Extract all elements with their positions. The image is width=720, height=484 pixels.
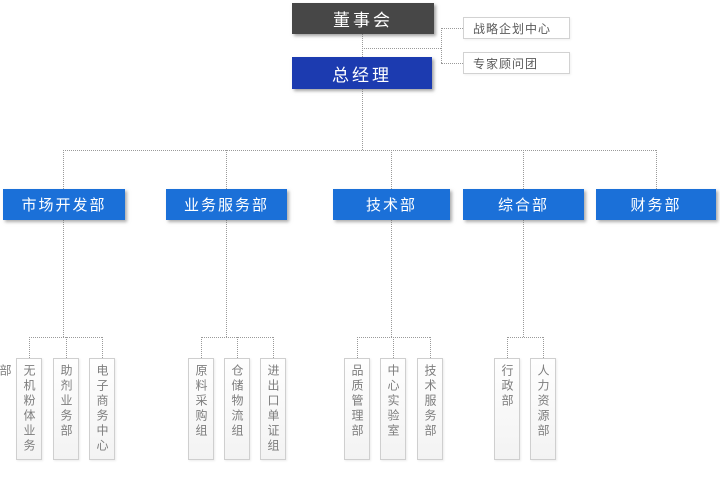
node-general-affairs-dept: 综合部 xyxy=(463,189,584,220)
node-strategic-planning-center: 战略企划中心 xyxy=(463,17,570,39)
connector-line xyxy=(393,337,394,358)
node-warehouse-logistics-group: 仓储物流组 xyxy=(224,358,250,460)
connector-line xyxy=(63,220,64,337)
connector-line xyxy=(543,337,544,358)
connector-line xyxy=(362,34,363,57)
node-inorganic-powder-business-dept: 无机粉体业务部 xyxy=(0,358,42,460)
node-raw-material-purchasing-group: 原料采购组 xyxy=(188,358,214,460)
connector-line xyxy=(507,337,508,358)
connector-line xyxy=(441,63,463,64)
node-finance-dept: 财务部 xyxy=(596,189,716,220)
node-technology-dept: 技术部 xyxy=(333,189,450,220)
connector-line xyxy=(523,150,524,189)
connector-line xyxy=(102,337,103,358)
connector-line xyxy=(523,220,524,337)
connector-line xyxy=(29,337,30,358)
node-business-service-dept: 业务服务部 xyxy=(166,189,287,220)
node-additive-business-dept: 助剂业务部 xyxy=(53,358,79,460)
connector-line xyxy=(357,337,358,358)
connector-line xyxy=(237,337,238,358)
connector-line xyxy=(226,150,227,189)
node-central-laboratory: 中心实验室 xyxy=(380,358,406,460)
node-import-export-documents-group: 进出口单证组 xyxy=(260,358,286,460)
node-expert-advisory-group: 专家顾问团 xyxy=(463,52,570,74)
node-ecommerce-center: 电子商务中心 xyxy=(89,358,115,460)
connector-line xyxy=(362,89,363,150)
node-technical-service-dept: 技术服务部 xyxy=(417,358,443,460)
connector-line xyxy=(273,337,274,358)
connector-line xyxy=(63,150,656,151)
connector-line xyxy=(201,337,202,358)
connector-line xyxy=(507,337,543,338)
connector-line xyxy=(391,150,392,189)
connector-line xyxy=(391,220,392,337)
connector-line xyxy=(66,337,67,358)
connector-line xyxy=(226,220,227,337)
connector-line xyxy=(362,48,441,49)
node-human-resources-dept: 人力资源部 xyxy=(530,358,556,460)
node-quality-management-dept: 品质管理部 xyxy=(344,358,370,460)
connector-line xyxy=(656,150,657,189)
node-board-of-directors: 董事会 xyxy=(292,3,434,34)
connector-line xyxy=(441,28,442,63)
node-administration-dept: 行政部 xyxy=(494,358,520,460)
connector-line xyxy=(430,337,431,358)
connector-line xyxy=(441,28,463,29)
connector-line xyxy=(29,337,102,338)
node-market-development-dept: 市场开发部 xyxy=(3,189,125,220)
node-general-manager: 总经理 xyxy=(292,57,432,89)
connector-line xyxy=(63,150,64,189)
